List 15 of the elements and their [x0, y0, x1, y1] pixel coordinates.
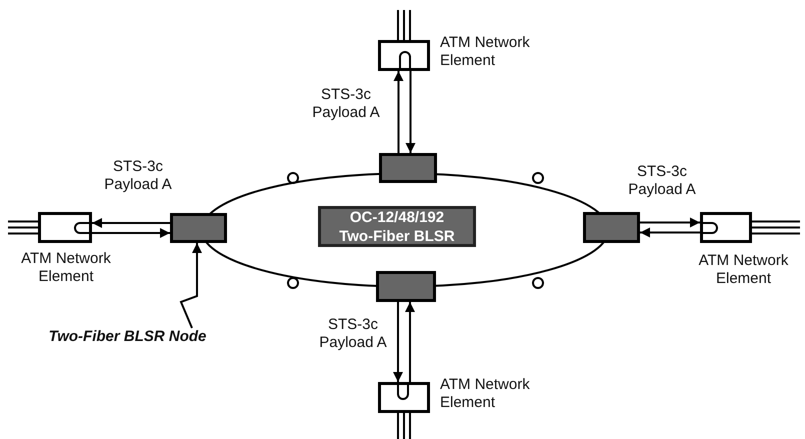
arrow	[92, 218, 170, 228]
element-label: ATM Network Element	[440, 34, 531, 70]
ring-label: OC-12/48/192 Two-Fiber BLSR	[318, 206, 476, 247]
arrow	[406, 71, 416, 153]
arrow	[640, 228, 700, 238]
element-label: ATM Network Element	[440, 376, 531, 412]
arrow	[640, 218, 700, 228]
arrow	[393, 302, 403, 382]
arrow	[92, 228, 170, 238]
node-caption: Two-Fiber BLSR Node	[20, 328, 235, 346]
element-label: ATM Network Element	[698, 252, 790, 288]
arrow	[405, 302, 415, 382]
arrow	[394, 71, 404, 153]
lightning-arrow	[180, 243, 202, 328]
element-label: ATM Network Element	[20, 250, 112, 286]
